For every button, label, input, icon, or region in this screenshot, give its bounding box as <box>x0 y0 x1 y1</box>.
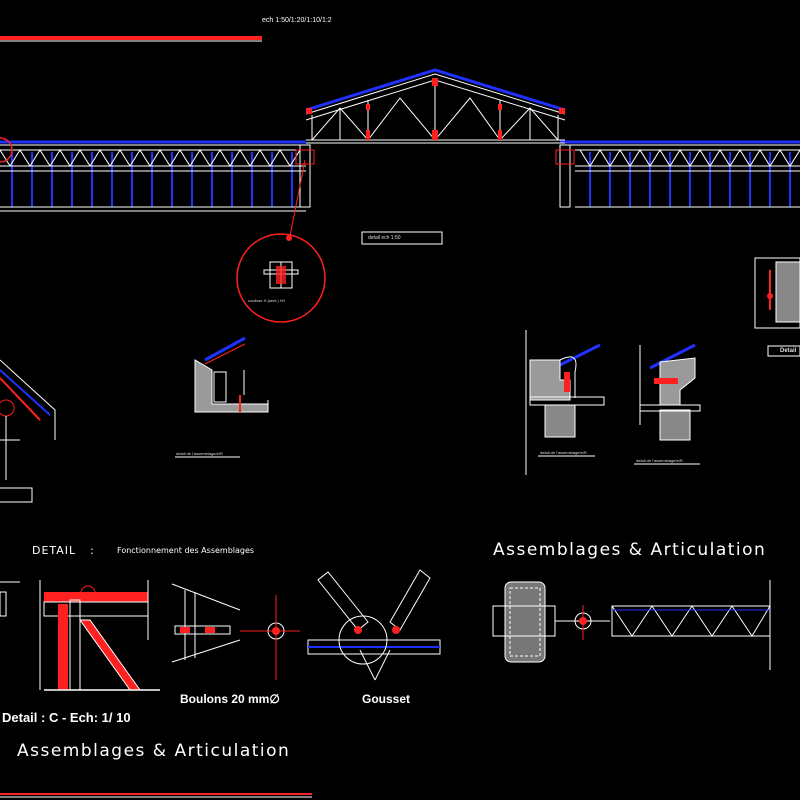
detail-c-caption: Detail : C - Ech: 1/ 10 <box>2 710 131 725</box>
detail-b <box>525 330 605 475</box>
left-wing-truss <box>0 140 306 212</box>
main-elevation <box>0 68 800 212</box>
detail-a-label: detail de l'assemblage/e/R <box>176 451 223 456</box>
detail-c-label: detail de l'assemblage/e/R <box>636 458 683 463</box>
detail-c-right <box>634 343 701 465</box>
assemblages-title-left: Assemblages & Articulation <box>17 741 291 761</box>
right-wing-columns <box>589 152 791 207</box>
connector-label: coulisse H (sect.) H/I <box>248 298 285 303</box>
left-eave-detail <box>0 359 56 503</box>
right-edge-label: Detail <box>780 348 797 354</box>
bolts-label: Boulons 20 mm∅ <box>180 692 280 706</box>
detail-title-sep: : <box>90 544 94 557</box>
right-edge-detail <box>754 257 800 357</box>
red-stiffeners <box>306 78 565 140</box>
detail-b-label: detail de l'assemblage/e/R <box>540 450 587 455</box>
detail-callout <box>236 159 326 323</box>
detail-ech-label: detail ech 1:50 <box>368 235 401 241</box>
detail-c-assembly <box>0 580 160 691</box>
detail-title-left: DETAIL <box>32 544 77 557</box>
articulation-detail <box>492 580 771 670</box>
gusset-label: Gousset <box>362 692 411 706</box>
scale-note: ech 1:50/1:20/1:10/1:2 <box>262 17 332 24</box>
detail-title-right: Fonctionnement des Assemblages <box>117 546 255 555</box>
assemblages-title-right: Assemblages & Articulation <box>493 540 767 560</box>
support-columns <box>295 144 575 208</box>
bolts-detail <box>171 583 300 680</box>
right-wing-truss <box>560 140 800 208</box>
gusset-detail <box>307 569 441 681</box>
detail-a-gutter <box>175 336 269 458</box>
left-wing-columns <box>11 152 293 207</box>
top-title-bars <box>0 36 262 42</box>
